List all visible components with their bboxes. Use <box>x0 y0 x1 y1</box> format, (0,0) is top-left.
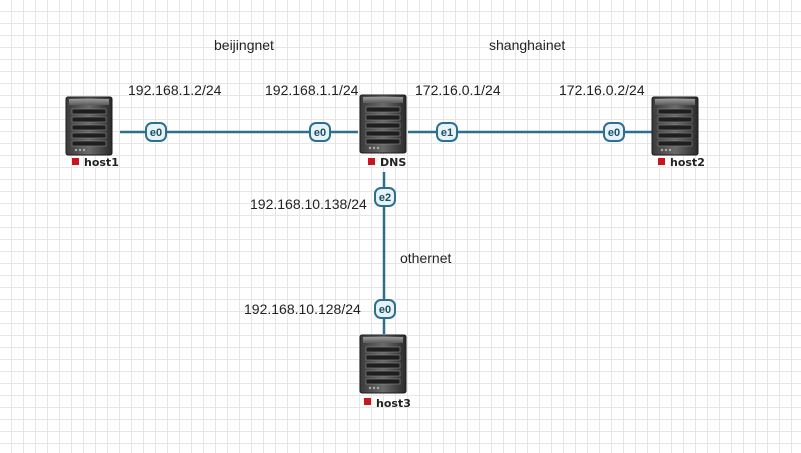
node-dns[interactable]: DNS <box>359 94 407 169</box>
node-label-host1: host1 <box>84 156 119 169</box>
server-icon <box>359 334 407 394</box>
node-host3[interactable]: host3 <box>359 334 411 410</box>
server-icon <box>65 96 113 156</box>
interface-label: e2 <box>379 192 391 204</box>
status-icon <box>364 398 371 405</box>
interface-label: e0 <box>150 127 162 139</box>
interface-dns-e1[interactable]: e1 <box>436 122 458 142</box>
node-host1[interactable]: host1 <box>65 96 119 169</box>
interface-label: e0 <box>379 304 391 316</box>
interface-label: e1 <box>441 127 453 139</box>
interface-host3-e0[interactable]: e0 <box>374 299 396 319</box>
interface-dns-e0[interactable]: e0 <box>309 122 331 142</box>
network-label-shanghainet: shanghainet <box>489 37 565 53</box>
node-label-host3: host3 <box>376 397 411 410</box>
interface-label: e0 <box>608 127 620 139</box>
ip-label-dns-e2: 192.168.10.138/24 <box>250 196 367 212</box>
node-label-dns: DNS <box>380 156 406 169</box>
interface-host1-e0[interactable]: e0 <box>145 122 167 142</box>
node-label-host2: host2 <box>670 156 705 169</box>
status-icon <box>658 158 665 165</box>
status-icon <box>368 158 375 165</box>
ip-label-host3-e0: 192.168.10.128/24 <box>244 301 361 317</box>
network-label-beijingnet: beijingnet <box>214 37 274 53</box>
interface-host2-e0[interactable]: e0 <box>603 122 625 142</box>
interface-dns-e2[interactable]: e2 <box>374 187 396 207</box>
server-icon <box>359 94 407 154</box>
status-icon <box>72 158 79 165</box>
ip-label-dns-e0: 192.168.1.1/24 <box>265 82 359 98</box>
ip-label-dns-e1: 172.16.0.1/24 <box>415 82 501 98</box>
ip-label-host2-e0: 172.16.0.2/24 <box>559 82 645 98</box>
network-label-othernet: othernet <box>400 250 451 266</box>
ip-label-host1-e0: 192.168.1.2/24 <box>128 82 222 98</box>
node-host2[interactable]: host2 <box>651 96 705 169</box>
server-icon <box>651 96 699 156</box>
interface-label: e0 <box>314 127 326 139</box>
